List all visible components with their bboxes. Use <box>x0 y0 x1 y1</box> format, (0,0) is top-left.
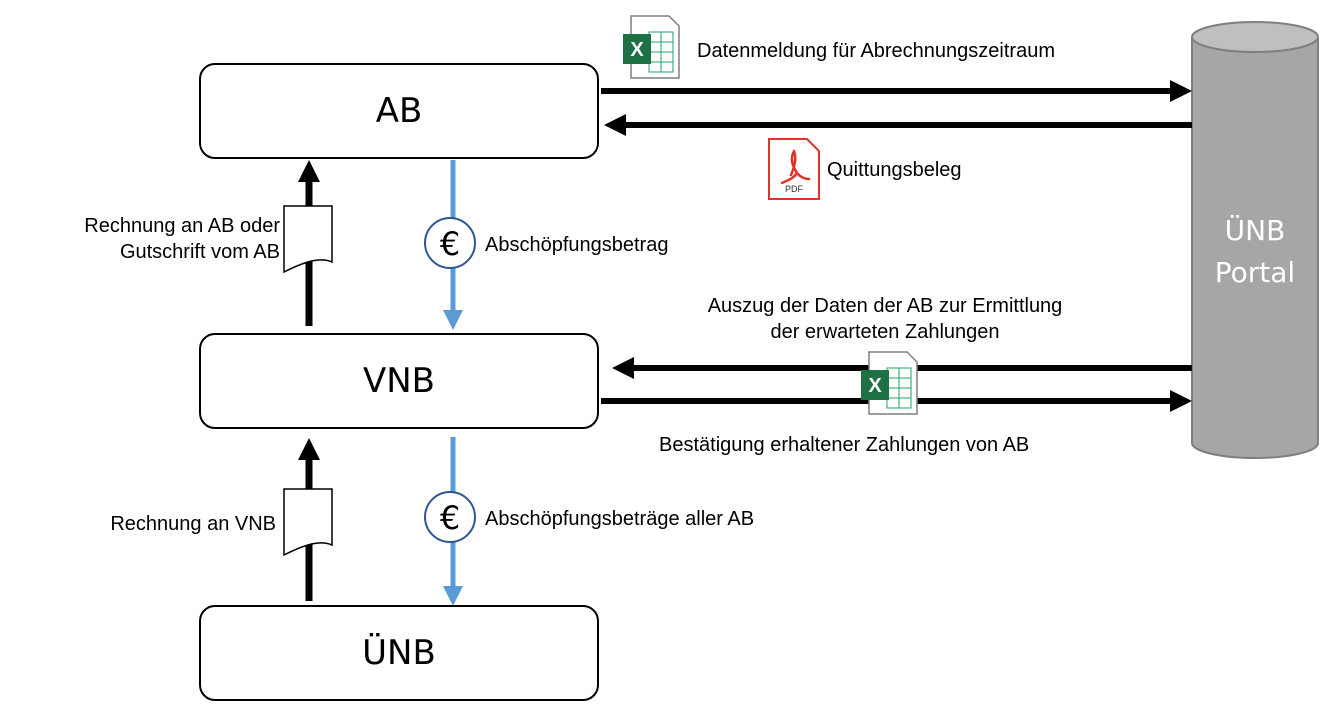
label-rechnung-ab: Rechnung an AB oder Gutschrift vom AB <box>12 213 280 265</box>
euro-coin-icon: € <box>424 491 476 543</box>
label-auszug: Auszug der Daten der AB zur Ermittlung d… <box>640 293 1130 345</box>
label-rechnung-vnb: Rechnung an VNB <box>110 513 276 535</box>
label-auszug-line1: Auszug der Daten der AB zur Ermittlung <box>707 295 1063 317</box>
label-bestaetigung: Bestätigung erhaltener Zahlungen von AB <box>659 434 1030 456</box>
label-datenmeldung: Datenmeldung für Abrechnungszeitraum <box>697 40 1055 62</box>
pdf-file-icon: PDF <box>768 138 820 200</box>
box-ab: AB <box>199 63 599 159</box>
excel-letter: X <box>630 39 644 61</box>
label-rechnung-ab-line2: Gutschrift vom AB <box>119 241 280 263</box>
invoice-document-icon <box>283 205 333 274</box>
excel-file-icon: X <box>623 15 680 79</box>
invoice-document-icon <box>283 488 333 557</box>
box-uenb: ÜNB <box>199 605 599 701</box>
uenb-portal-cylinder <box>1191 21 1319 459</box>
arrow-ab-to-portal <box>601 80 1192 102</box>
box-vnb: VNB <box>199 333 599 429</box>
excel-file-icon: X <box>861 351 918 415</box>
label-quittungsbeleg: Quittungsbeleg <box>827 159 962 181</box>
portal-label-line2: Portal <box>1214 256 1296 289</box>
label-rechnung-ab-line1: Rechnung an AB oder <box>84 215 280 237</box>
portal-label: ÜNB Portal <box>1192 210 1318 294</box>
box-ab-label: AB <box>375 91 423 131</box>
portal-label-line1: ÜNB <box>1224 214 1286 247</box>
arrow-portal-to-ab <box>604 114 1192 136</box>
pdf-text: PDF <box>785 184 804 194</box>
excel-letter: X <box>868 375 882 397</box>
euro-coin-icon: € <box>424 217 476 269</box>
label-auszug-line2: der erwarteten Zahlungen <box>770 321 1000 343</box>
euro-symbol: € <box>440 499 460 537</box>
box-vnb-label: VNB <box>362 361 436 401</box>
label-abschoepfungsbetraege: Abschöpfungsbeträge aller AB <box>485 508 755 530</box>
euro-symbol: € <box>440 225 460 263</box>
box-uenb-label: ÜNB <box>362 633 436 673</box>
label-abschoepfungsbetrag: Abschöpfungsbetrag <box>485 234 669 256</box>
